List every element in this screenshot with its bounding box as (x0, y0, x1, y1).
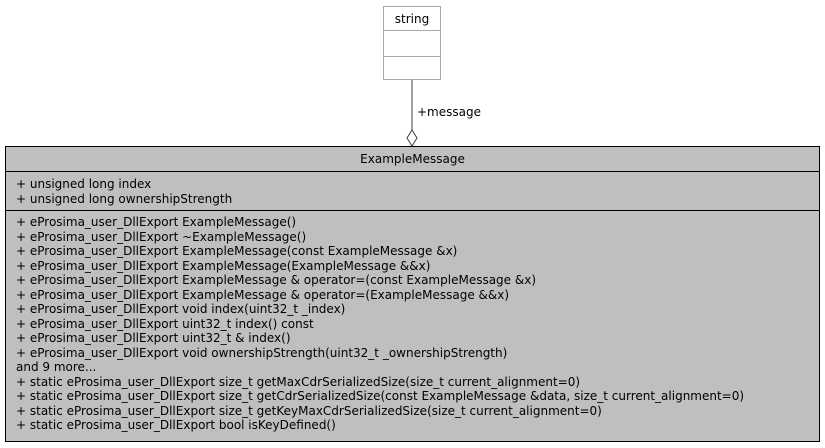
attribute-item: + unsigned long ownershipStrength (16, 191, 233, 206)
aggregation-diamond-icon (406, 129, 418, 147)
example-message-class-name: ExampleMessage (6, 147, 819, 172)
operation-item: + static eProsima_user_DllExport size_t … (16, 374, 581, 389)
example-message-operations-section: + eProsima_user_DllExport ExampleMessage… (6, 211, 819, 433)
operation-item: + static eProsima_user_DllExport bool is… (16, 418, 336, 432)
attribute-item: + unsigned long index (16, 177, 152, 191)
operation-item: + static eProsima_user_DllExport size_t … (16, 389, 745, 403)
operation-item: + eProsima_user_DllExport uint32_t & ind… (16, 331, 291, 345)
string-attributes-section (384, 31, 440, 57)
more-operations-note: and 9 more... (16, 360, 97, 374)
operation-item: + static eProsima_user_DllExport size_t … (16, 403, 602, 418)
example-message-attributes-section: + unsigned long index + unsigned long ow… (6, 172, 819, 211)
operation-item: + eProsima_user_DllExport void ownership… (16, 345, 508, 360)
operation-item: + eProsima_user_DllExport ExampleMessage… (16, 273, 537, 287)
string-operations-section (384, 57, 440, 79)
string-class-name: string (384, 7, 440, 31)
operation-item: + eProsima_user_DllExport void index(uin… (16, 302, 346, 316)
operation-item: + eProsima_user_DllExport ~ExampleMessag… (16, 229, 307, 244)
operation-item: + eProsima_user_DllExport ExampleMessage… (16, 244, 458, 258)
operation-item: + eProsima_user_DllExport uint32_t index… (16, 316, 314, 331)
association-role-label: +message (417, 105, 481, 119)
operation-item: + eProsima_user_DllExport ExampleMessage… (16, 215, 297, 229)
operation-item: + eProsima_user_DllExport ExampleMessage… (16, 258, 431, 273)
string-class-node[interactable]: string (383, 6, 441, 80)
example-message-class-node[interactable]: ExampleMessage + unsigned long index + u… (5, 146, 820, 442)
operation-item: + eProsima_user_DllExport ExampleMessage… (16, 287, 510, 302)
